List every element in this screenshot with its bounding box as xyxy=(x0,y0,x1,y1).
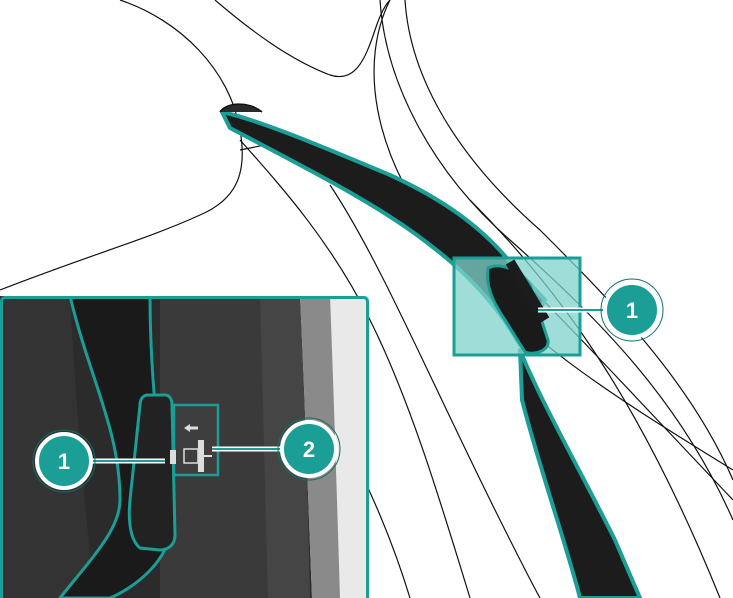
inset-release-button xyxy=(170,450,176,464)
callout-badge-inset-1: 1 xyxy=(33,430,95,492)
headrest-outline xyxy=(0,0,242,290)
callout-label-inset-1: 1 xyxy=(58,449,70,474)
callout-label-inset-2: 2 xyxy=(303,437,315,462)
seat-back-contour-left xyxy=(215,0,390,77)
callout-label-main: 1 xyxy=(626,298,638,323)
seatbelt-guide-top xyxy=(220,104,262,112)
seatbelt-lower-strap xyxy=(520,350,640,598)
callout-badge-inset-2: 2 xyxy=(278,418,340,480)
callout-badge-main: 1 xyxy=(601,279,663,341)
inset-label-plate xyxy=(174,405,218,475)
